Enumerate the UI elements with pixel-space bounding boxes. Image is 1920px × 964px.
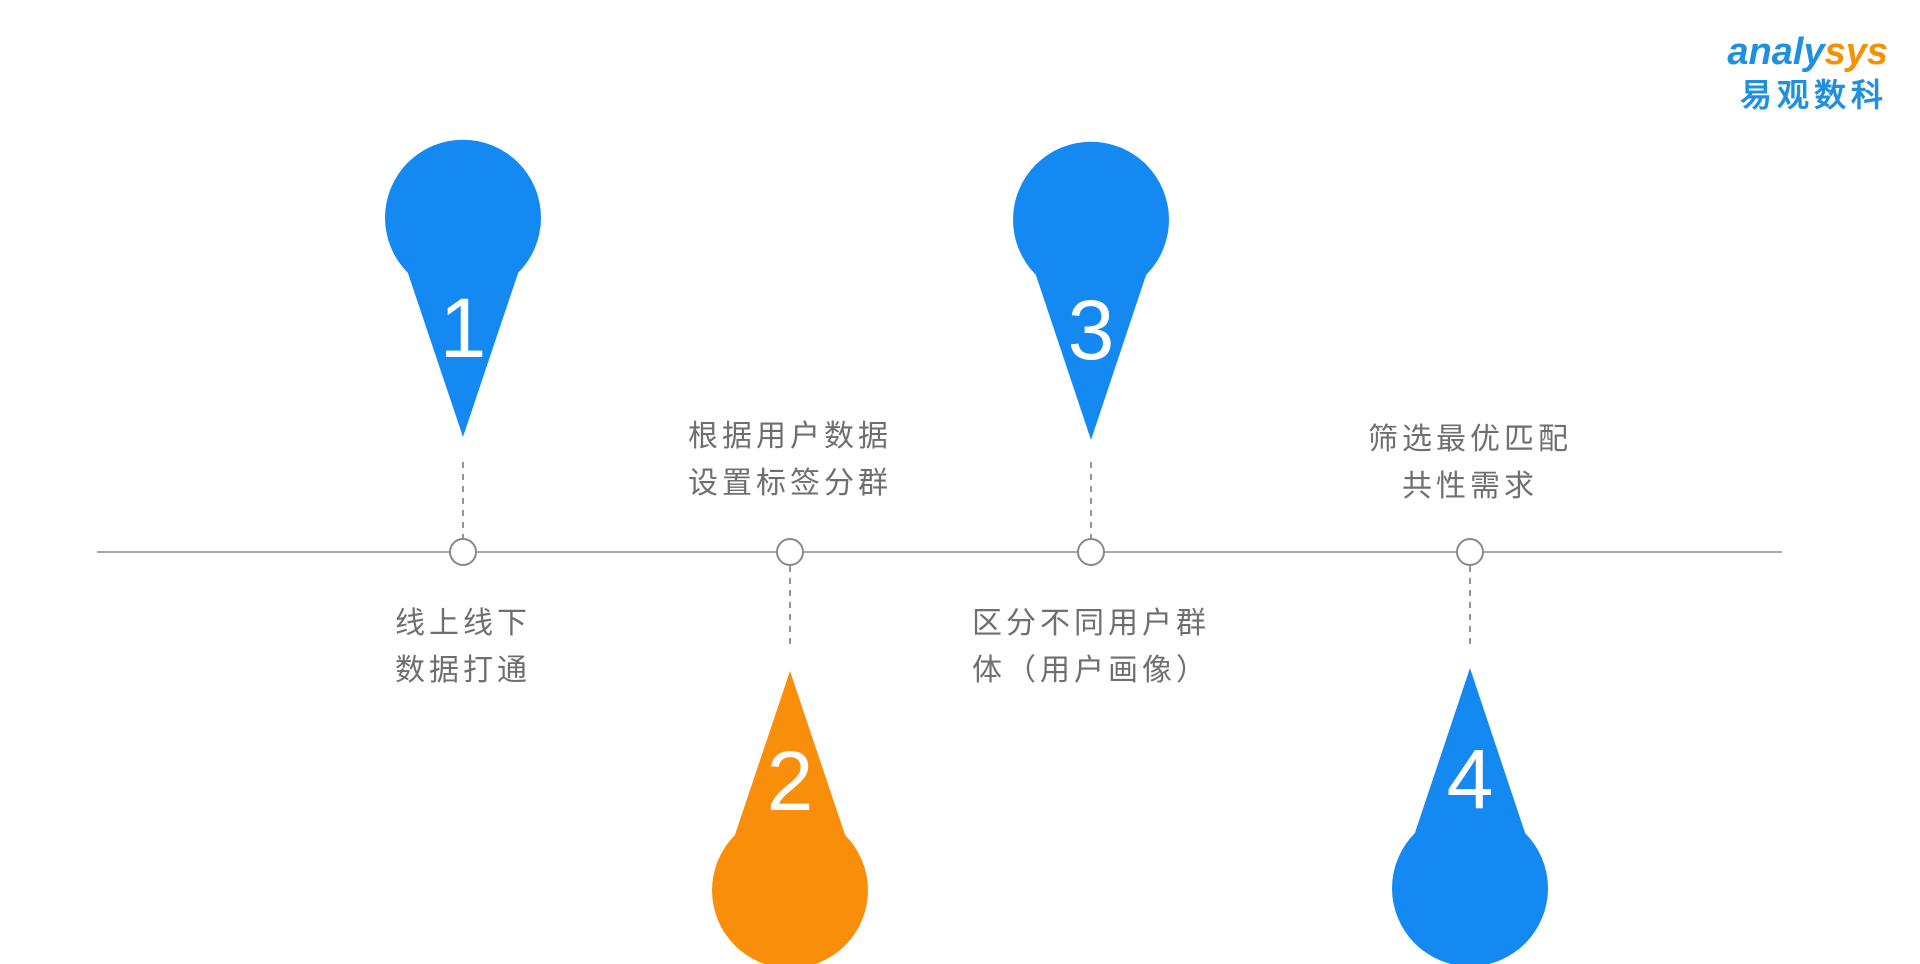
step-2-label-line-1: 根据用户数据 xyxy=(688,419,892,454)
step-1-number: 1 xyxy=(440,281,487,375)
step-4-label: 筛选最优匹配 共性需求 xyxy=(1310,416,1630,510)
step-2-number: 2 xyxy=(767,734,814,828)
step-2-drop-marker xyxy=(712,671,868,964)
brand-wordmark-main: naly xyxy=(1748,31,1825,73)
step-3-drop-marker xyxy=(1012,141,1169,440)
step-2-label-line-2: 设置标签分群 xyxy=(688,466,892,501)
step-1-node xyxy=(449,538,477,566)
brand-logo: analysys 易观数科 xyxy=(1658,30,1888,116)
step-2: 2 xyxy=(712,538,868,964)
step-3-node xyxy=(1077,538,1105,566)
step-2-node xyxy=(776,538,804,566)
brand-wordmark: analysys xyxy=(1658,30,1888,74)
step-4-label-line-2: 共性需求 xyxy=(1402,469,1538,504)
step-4-label-line-1: 筛选最优匹配 xyxy=(1368,422,1572,457)
step-4-number: 4 xyxy=(1447,732,1494,826)
step-1-drop-marker xyxy=(385,139,542,437)
step-1-label-line-2: 数据打通 xyxy=(395,653,531,688)
step-3: 3 xyxy=(1012,141,1169,566)
brand-name: 易观数科 xyxy=(1739,76,1888,114)
brand-wordmark-accent: sys xyxy=(1824,31,1888,73)
step-4-node xyxy=(1456,538,1484,566)
step-2-label: 根据用户数据 设置标签分群 xyxy=(630,413,950,507)
step-1: 1 xyxy=(385,139,542,566)
step-4: 4 xyxy=(1392,538,1548,964)
step-3-number: 3 xyxy=(1068,283,1115,377)
step-1-label-line-1: 线上线下 xyxy=(395,606,531,641)
step-3-label: 区分不同用户群 体（用户画像） xyxy=(931,600,1251,694)
step-1-label: 线上线下 数据打通 xyxy=(303,600,623,694)
step-3-label-line-1: 区分不同用户群 xyxy=(972,606,1210,641)
brand-wordmark-initial: a xyxy=(1727,31,1749,73)
step-4-drop-marker xyxy=(1392,668,1548,964)
step-3-label-line-2: 体（用户画像） xyxy=(972,653,1210,688)
